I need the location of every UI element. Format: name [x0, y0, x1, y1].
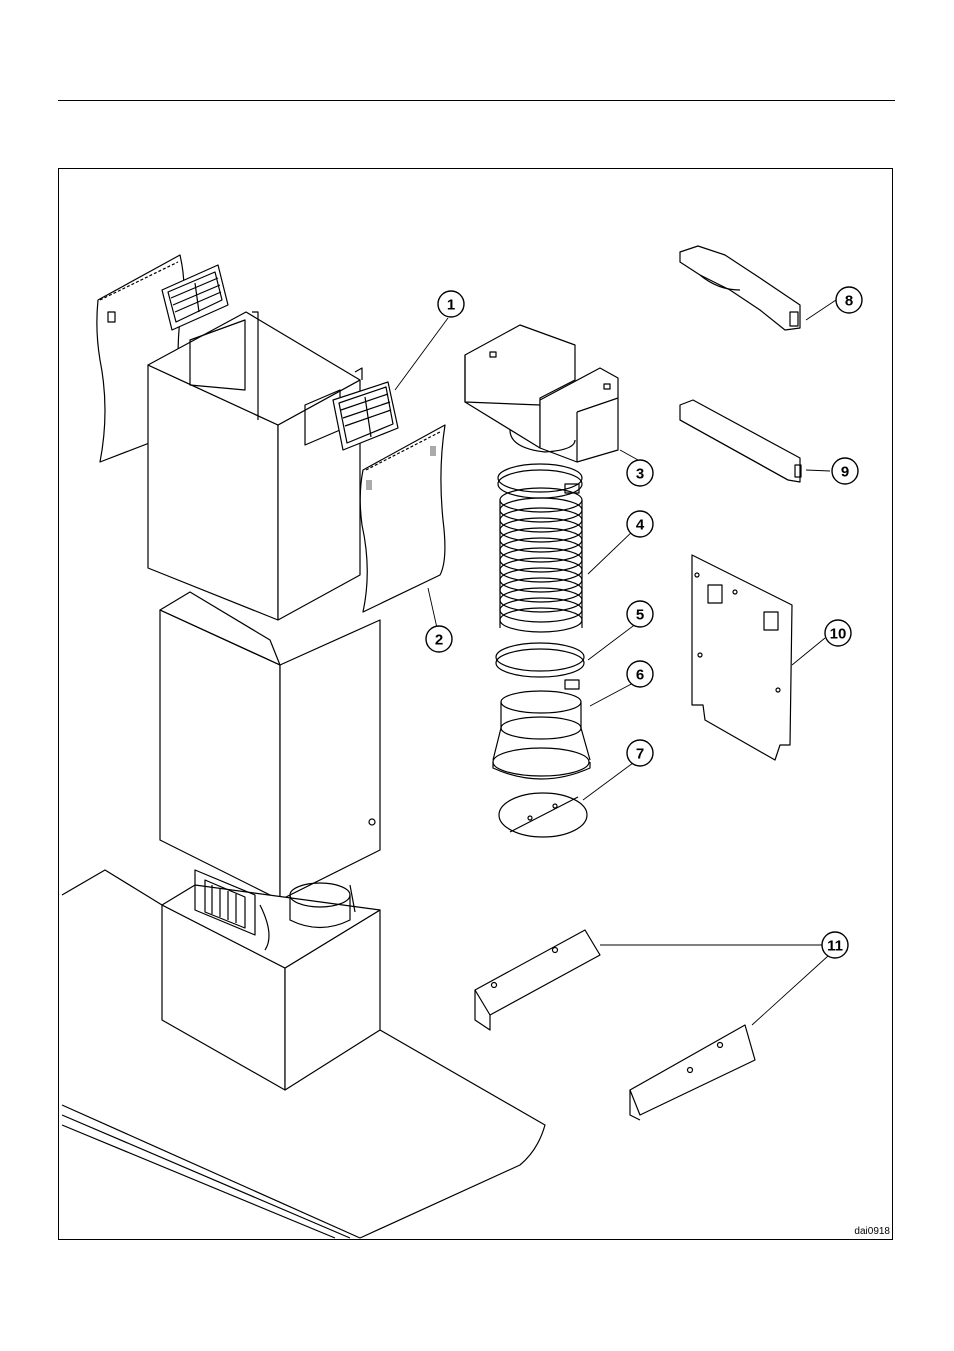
svg-text:6: 6 [636, 667, 644, 684]
svg-text:8: 8 [845, 293, 853, 310]
svg-text:4: 4 [636, 517, 645, 534]
bracket-part-8 [680, 246, 800, 330]
upper-chimney [148, 312, 362, 620]
svg-text:1: 1 [447, 297, 455, 314]
callout-10: 10 [825, 620, 851, 646]
callout-8: 8 [836, 287, 862, 313]
callout-5: 5 [627, 601, 653, 627]
template-sheet-part-2 [360, 425, 445, 612]
adapter-collar-part-6 [493, 691, 590, 779]
callout-2: 2 [426, 626, 452, 652]
svg-text:10: 10 [830, 626, 847, 643]
mounting-plate-part-10 [692, 555, 792, 760]
svg-text:2: 2 [435, 632, 443, 649]
duct-connector-part-3 [465, 325, 618, 462]
hose-clamp-upper [498, 464, 582, 498]
callout-3: 3 [627, 460, 653, 486]
callout-11: 11 [822, 932, 848, 958]
flexible-hose-part-4 [500, 488, 582, 632]
svg-text:3: 3 [636, 466, 644, 483]
svg-text:9: 9 [841, 464, 849, 481]
callout-1: 1 [438, 291, 464, 317]
hose-clamp-part-5 [496, 643, 584, 689]
svg-text:5: 5 [636, 607, 644, 624]
callout-4: 4 [627, 511, 653, 537]
backdraft-damper-part-7 [499, 793, 587, 837]
figure-reference-code: dai0918 [854, 1226, 890, 1237]
callout-6: 6 [627, 661, 653, 687]
rail-upper-part-11 [475, 930, 600, 1030]
motor-box [162, 870, 380, 1090]
svg-text:7: 7 [636, 746, 644, 763]
callout-7: 7 [627, 740, 653, 766]
bracket-part-9 [680, 400, 801, 482]
rail-lower-part-11 [630, 1025, 755, 1120]
lower-chimney [160, 592, 380, 900]
svg-text:11: 11 [827, 938, 843, 955]
callout-9: 9 [832, 458, 858, 484]
